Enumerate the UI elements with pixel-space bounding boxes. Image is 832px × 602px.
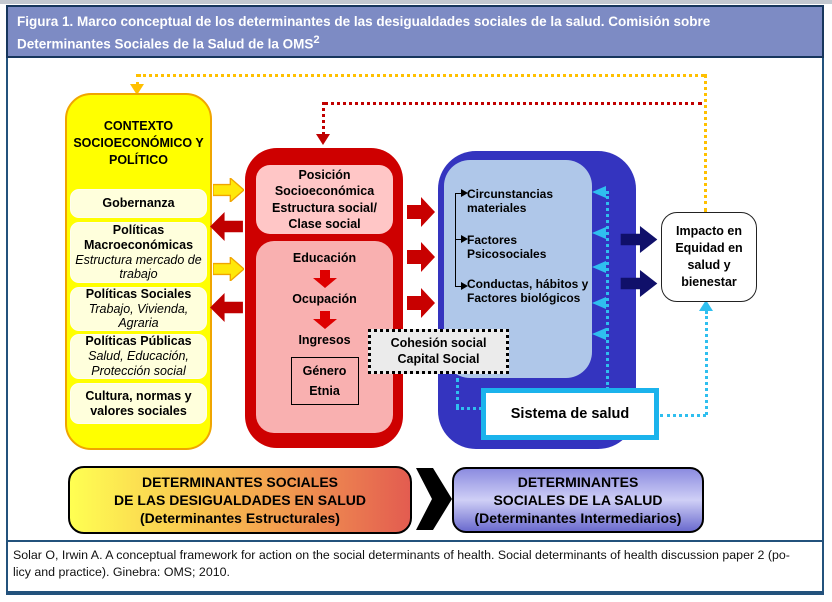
citation-line1: Solar O, Irwin A. A conceptual framework…	[13, 548, 790, 562]
red-right-arrow-icon	[407, 242, 435, 272]
citation-text: Solar O, Irwin A. A conceptual framework…	[13, 547, 819, 580]
cohesion-box: Cohesión social Capital Social	[368, 329, 509, 374]
red-left-arrow-icon	[210, 293, 243, 322]
yellow-right-arrow-icon	[213, 257, 244, 281]
impact-box: Impacto en Equidad en salud y bienestar	[661, 212, 757, 302]
context-item-subtitle: Salud, Educación, Protección social	[88, 349, 189, 378]
banner-line2: DE LAS DESIGUALDADES EN SALUD	[113, 491, 367, 508]
cohesion-line2: Capital Social	[397, 351, 480, 366]
orange-feedback-line-vertical-right	[704, 74, 707, 212]
cohesion-line1: Cohesión social	[390, 335, 487, 350]
window-top-strip	[0, 0, 832, 4]
footer-separator	[6, 540, 824, 542]
cyan-left-arrow-icon	[592, 328, 606, 340]
navy-right-arrow-icon	[620, 270, 658, 297]
context-item-gobernanza: Gobernanza	[70, 189, 207, 218]
context-item-title: Políticas Sociales	[85, 286, 192, 301]
context-item-subtitle: Estructura mercado de trabajo	[75, 252, 202, 282]
black-chevron-arrow-icon	[416, 468, 452, 530]
health-system-box: Sistema de salud	[481, 388, 659, 440]
factor-circunstancias-materiales: Circunstancias materiales	[467, 187, 554, 216]
cyan-connector-horizontal	[456, 407, 482, 410]
orange-feedback-line-vertical-left	[136, 74, 139, 85]
context-item-title: Políticas Macroeconómicas	[83, 223, 194, 252]
context-item-subtitle: Trabajo, Vivienda, Agraria	[88, 301, 189, 331]
figure-title-superscript: 2	[313, 34, 320, 47]
red-down-arrow-icon	[312, 311, 337, 329]
cyan-left-arrow-icon	[592, 186, 606, 198]
bracket-stub	[455, 193, 462, 194]
figure-title-line1: Figura 1. Marco conceptual de los determ…	[17, 14, 711, 29]
structural-determinants-banner: DETERMINANTES SOCIALES DE LAS DESIGUALDA…	[68, 466, 412, 534]
red-down-arrow-icon	[312, 270, 337, 288]
red-left-arrow-icon	[210, 212, 243, 241]
cyan-left-arrow-icon	[592, 227, 606, 239]
position-header-box: Posición Socioeconómica Estructura socia…	[256, 165, 393, 234]
step-educacion: Educación	[292, 251, 357, 265]
bracket-arrow-icon	[461, 235, 468, 243]
orange-feedback-line-horizontal	[138, 74, 704, 77]
banner-line1: DETERMINANTES	[517, 473, 639, 490]
gender-ethnicity-box: Género Etnia	[290, 357, 359, 405]
context-item-title: Cultura, normas y valores sociales	[85, 388, 192, 418]
yellow-right-arrow-icon	[213, 178, 244, 202]
gender-label: Género	[302, 364, 347, 378]
red-right-arrow-icon	[407, 288, 435, 318]
bracket-stub	[455, 239, 462, 240]
orange-arrowhead-icon	[130, 84, 144, 95]
ethnicity-label: Etnia	[309, 384, 340, 398]
red-feedback-line-vertical	[322, 102, 325, 135]
red-feedback-line-horizontal	[324, 102, 702, 105]
citation-line2: licy and practice). Ginebra: OMS; 2010.	[13, 564, 230, 579]
banner-line3: (Determinantes Intermediarios)	[474, 510, 682, 527]
cyan-feedback-line-vertical	[705, 311, 708, 415]
step-ingresos: Ingresos	[298, 333, 351, 347]
cyan-arrowhead-up-icon	[699, 300, 713, 311]
cyan-left-arrow-icon	[592, 261, 606, 273]
figure-title-bar: Figura 1. Marco conceptual de los determ…	[6, 5, 824, 58]
context-box-title: CONTEXTO SOCIOECONÓMICO Y POLÍTICO	[73, 119, 204, 167]
banner-line2: SOCIALES DE LA SALUD	[493, 491, 663, 508]
context-item-title: Políticas Públicas	[85, 334, 192, 349]
context-item-title: Gobernanza	[102, 196, 175, 211]
context-item-politicas-macroeconomicas: Políticas Macroeconómicas Estructura mer…	[70, 222, 207, 283]
banner-line1: DETERMINANTES SOCIALES	[141, 473, 338, 490]
factor-psicosociales: Factores Psicosociales	[467, 233, 547, 262]
bracket-arrow-icon	[461, 189, 468, 197]
context-item-cultura-normas: Cultura, normas y valores sociales	[70, 383, 207, 424]
cyan-inner-line-vertical	[606, 191, 609, 390]
figure-title-line2: Determinantes Sociales de la Salud de la…	[17, 36, 314, 52]
bracket-arrow-icon	[461, 282, 468, 290]
intermediary-determinants-banner: DETERMINANTES SOCIALES DE LA SALUD (Dete…	[452, 467, 704, 533]
factor-conductas-biologicos: Conductas, hábitos y Factores biológicos	[467, 277, 589, 306]
bracket-stub	[455, 286, 462, 287]
position-steps-box: Educación Ocupación Ingresos Género Etni…	[256, 241, 393, 433]
step-ocupacion: Ocupación	[292, 292, 357, 306]
banner-line3: (Determinantes Estructurales)	[140, 510, 340, 527]
context-item-politicas-sociales: Políticas Sociales Trabajo, Vivienda, Ag…	[70, 287, 207, 331]
red-right-arrow-icon	[407, 197, 435, 227]
cyan-left-arrow-icon	[592, 297, 606, 309]
cyan-connector-vertical	[456, 378, 459, 408]
context-item-politicas-publicas: Políticas Públicas Salud, Educación, Pro…	[70, 334, 207, 379]
cyan-feedback-line-horizontal	[660, 414, 706, 417]
red-arrowhead-icon	[316, 134, 330, 145]
navy-right-arrow-icon	[620, 226, 658, 253]
